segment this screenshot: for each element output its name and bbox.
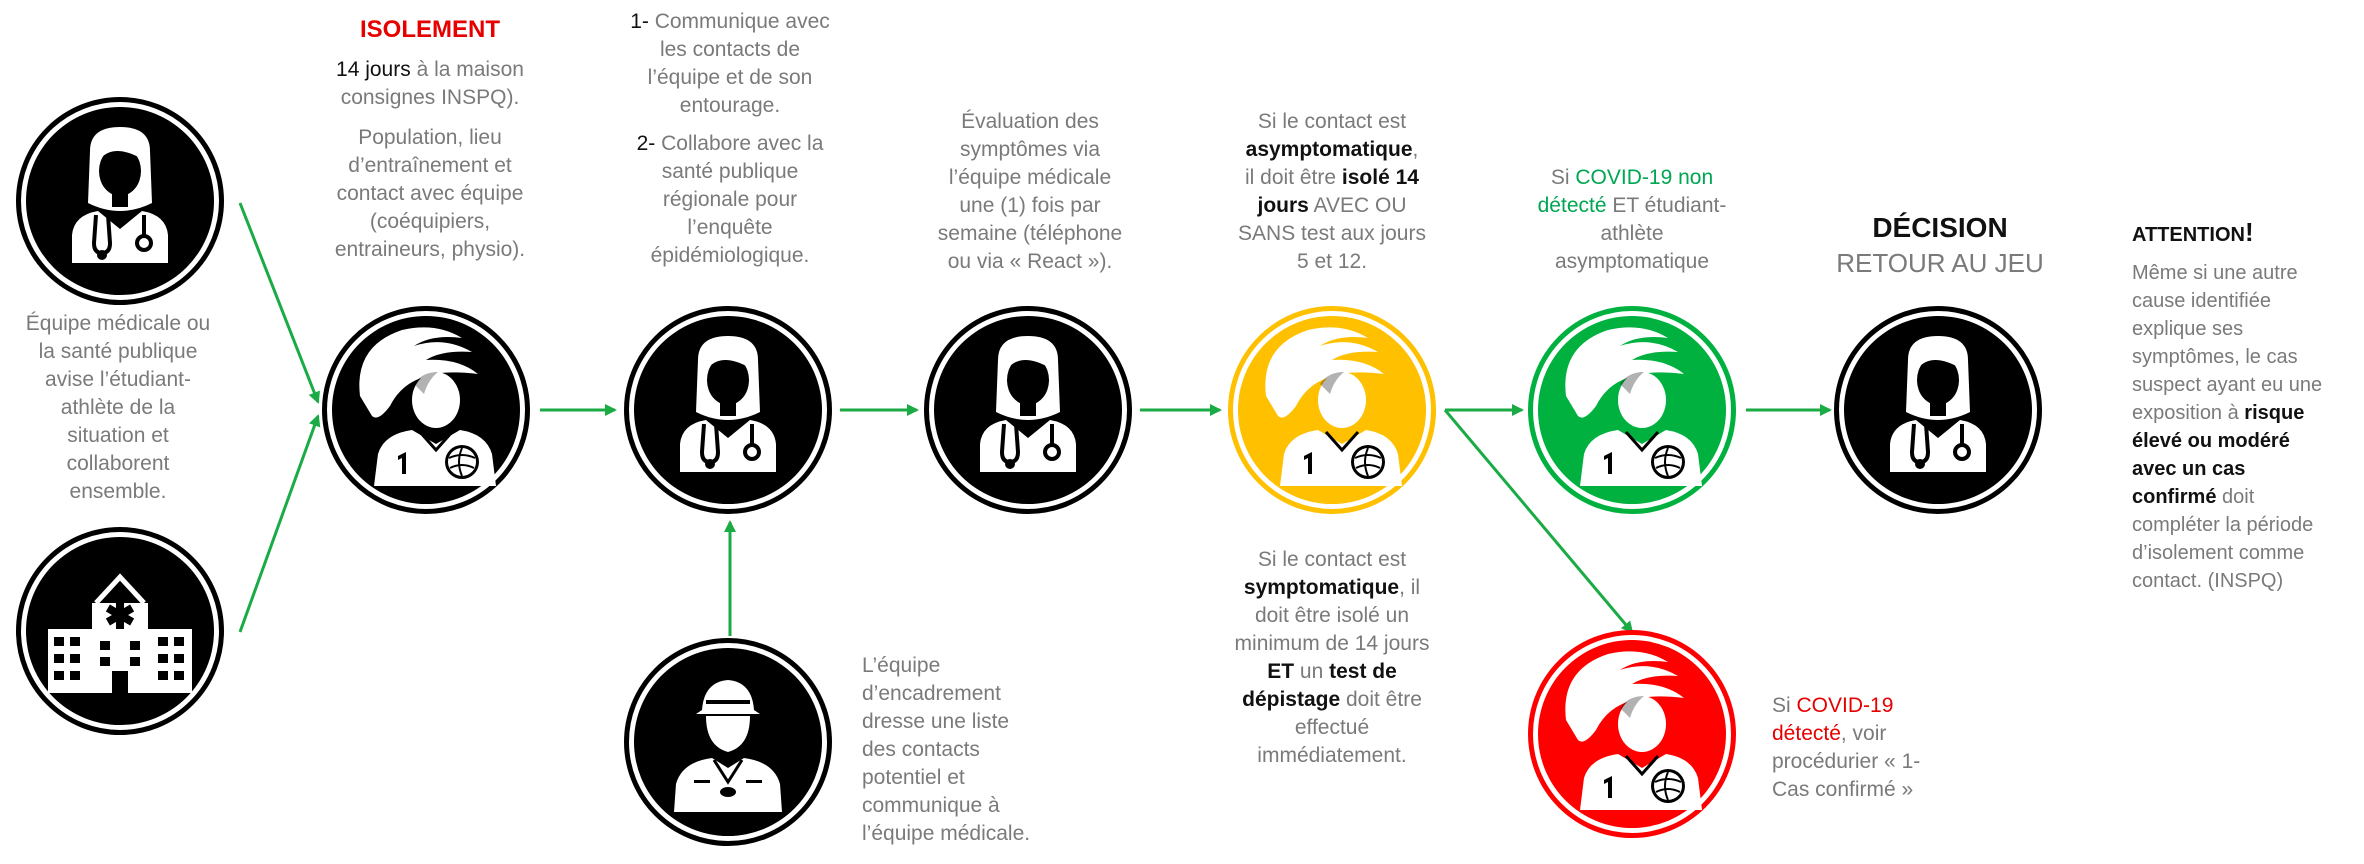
- detected-athlete-node: [1528, 630, 1736, 838]
- coaching-staff-block: L’équipe d’encadrement dresse une liste …: [862, 654, 1031, 845]
- asymptomatic-block: Si le contact est asymptomatique, il doi…: [1238, 110, 1426, 273]
- medical-team-caption: Équipe médicale ou la santé publique avi…: [25, 312, 211, 503]
- hospital-icon: [26, 537, 214, 725]
- arrow-medical-to-isolation: [238, 202, 320, 404]
- not-detected-block: Si COVID-19 non détecté ET étudiant- ath…: [1537, 166, 1727, 273]
- step-2: 2- Collabore avec la: [636, 132, 824, 155]
- isolation-title: ISOLEMENT: [359, 16, 500, 43]
- medical-team-node: [16, 97, 224, 305]
- doctor-icon: [634, 316, 822, 504]
- evaluation-doctor-node: [924, 306, 1132, 514]
- isolation-athlete-node: [322, 306, 530, 514]
- asymptomatic-athlete-node: [1228, 306, 1436, 514]
- athlete-icon: [1538, 640, 1726, 828]
- decision-block: DÉCISION RETOUR AU JEU: [1810, 210, 2070, 280]
- isolation-block: ISOLEMENT 14 jours à la maison consignes…: [300, 16, 560, 264]
- communication-doctor-node: [624, 306, 832, 514]
- athlete-icon: [332, 316, 520, 504]
- doctor-icon: [26, 107, 214, 295]
- athlete-icon: [1238, 316, 1426, 504]
- arrow-asymptomatic-to-detected: [1443, 409, 1634, 634]
- detected-block: Si COVID-19 détecté, voir procédurier « …: [1772, 694, 1921, 801]
- step-1: 1- Communique avec: [630, 10, 830, 33]
- doctor-icon: [1844, 316, 2032, 504]
- doctor-icon: [934, 316, 1122, 504]
- decision-title: DÉCISION: [1872, 212, 2008, 243]
- coach-node: [624, 638, 832, 846]
- arrow-hospital-to-isolation: [238, 414, 321, 633]
- communication-steps: 1- Communique avec les contacts de l’équ…: [600, 8, 860, 270]
- decision-subtitle: RETOUR AU JEU: [1836, 248, 2044, 278]
- coach-icon: [634, 648, 822, 836]
- attention-title: ATTENTION!: [2132, 217, 2254, 247]
- symptomatic-block: Si le contact est symptomatique, il doit…: [1234, 548, 1430, 767]
- attention-block: ATTENTION! Même si une autre cause ident…: [2132, 218, 2362, 595]
- decision-doctor-node: [1834, 306, 2042, 514]
- evaluation-block: Évaluation des symptômes via l’équipe mé…: [937, 110, 1123, 273]
- not-detected-athlete-node: [1528, 306, 1736, 514]
- hospital-node: [16, 527, 224, 735]
- athlete-icon: [1538, 316, 1726, 504]
